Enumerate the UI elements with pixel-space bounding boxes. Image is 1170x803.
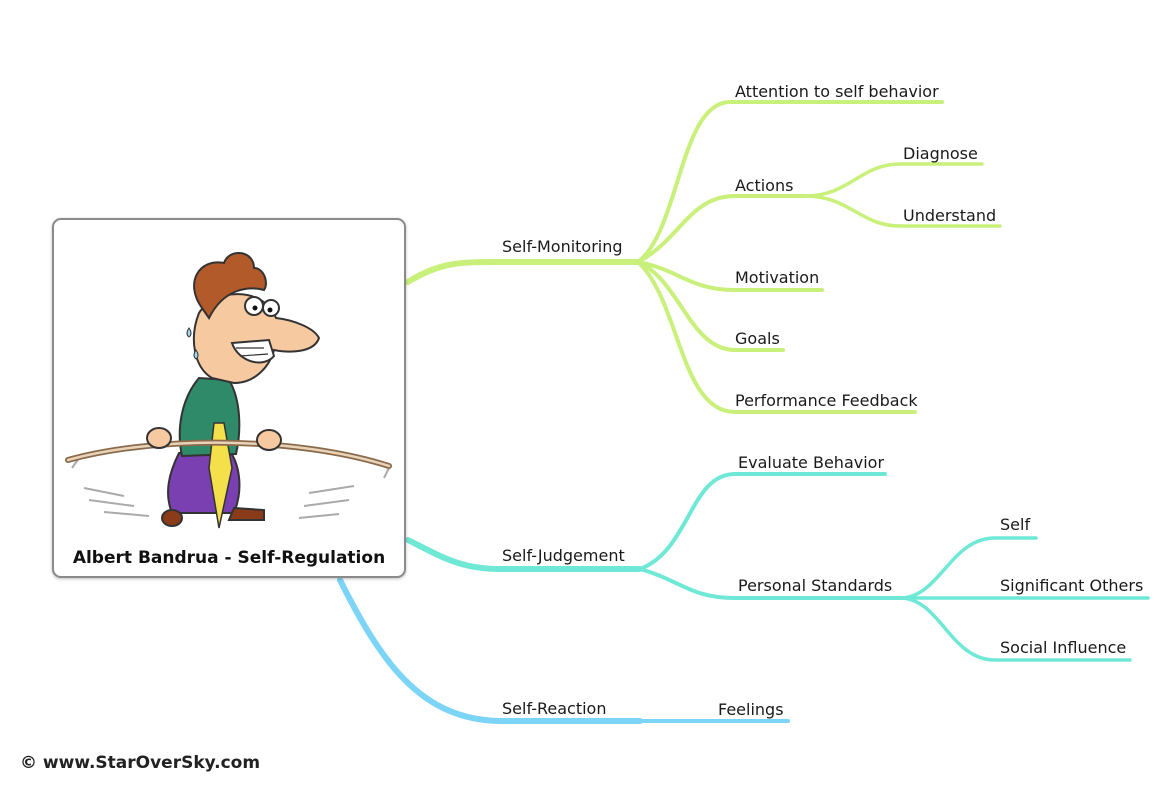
node-understand: Understand	[903, 206, 997, 225]
central-image-card: Albert Bandrua - Self-Regulation	[52, 218, 406, 578]
node-goals: Goals	[735, 329, 780, 348]
node-self-judgement: Self-Judgement	[502, 546, 625, 565]
node-personal-standards: Personal Standards	[738, 576, 893, 595]
copyright-text: © www.StarOverSky.com	[20, 753, 261, 773]
node-self: Self	[1000, 515, 1031, 534]
central-topic-title: Albert Bandrua - Self-Regulation	[72, 548, 386, 568]
node-motivation: Motivation	[735, 268, 820, 287]
tightrope-walker-illustration	[65, 252, 392, 529]
self-reaction-connectors	[337, 577, 790, 724]
node-self-monitoring: Self-Monitoring	[502, 237, 623, 256]
self-monitoring-connectors	[405, 100, 1002, 414]
node-evaluate-behavior: Evaluate Behavior	[738, 453, 885, 472]
node-self-reaction: Self-Reaction	[502, 699, 607, 718]
node-feelings: Feelings	[718, 700, 784, 719]
node-actions: Actions	[735, 176, 794, 195]
node-significant-others: Significant Others	[1000, 576, 1144, 595]
node-performance-feedback: Performance Feedback	[735, 391, 918, 410]
self-judgement-connectors	[405, 472, 1150, 662]
node-attention-to-self-behavior: Attention to self behavior	[735, 82, 939, 101]
node-diagnose: Diagnose	[903, 144, 978, 163]
node-social-influence: Social Influence	[1000, 638, 1127, 657]
